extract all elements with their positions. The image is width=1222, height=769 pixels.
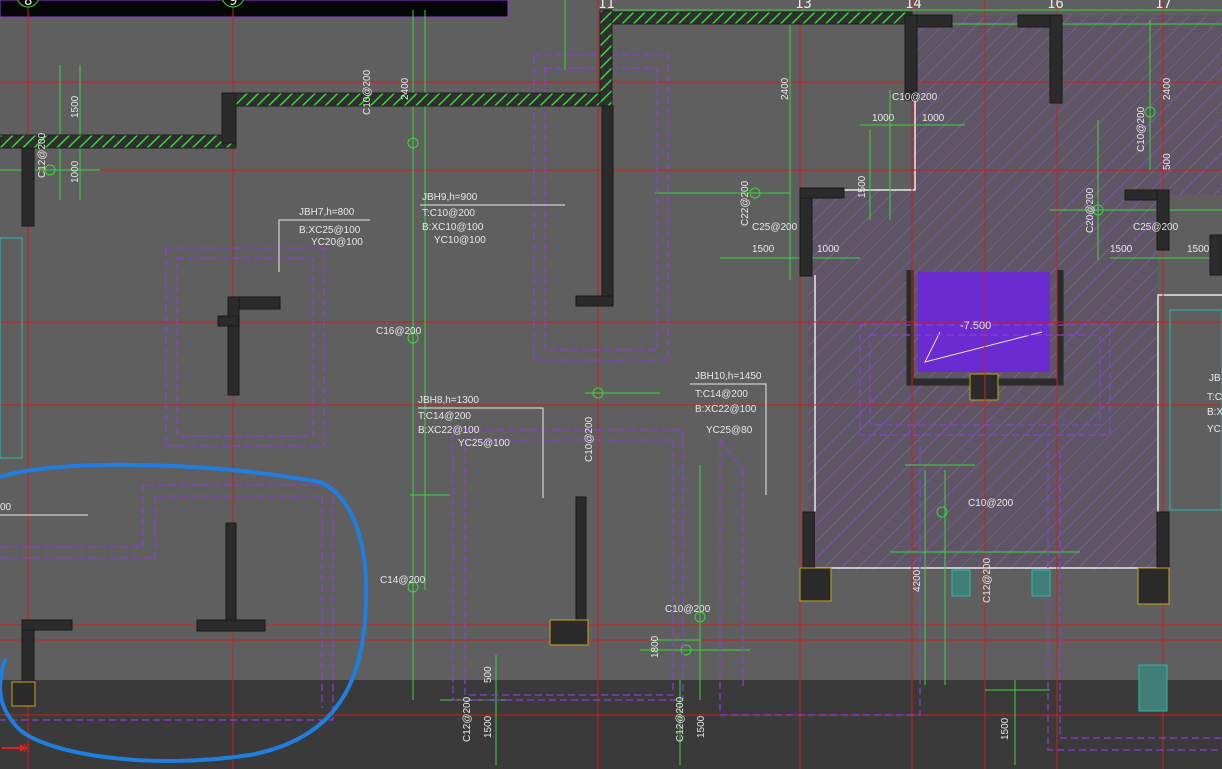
axis-labels: 8 9 11 13 14 16 17: [17, 0, 1172, 12]
jbh-partial-t: T:C: [1207, 392, 1222, 403]
slab-outlines: [0, 54, 1222, 751]
axis-label-17: 17: [1155, 0, 1172, 12]
dimension-annotations: 1500 1000 2400 2400 2400 1500 500 1000 1…: [70, 77, 1210, 740]
jbh-partial-b: B:X: [1207, 407, 1222, 418]
column-caps: [11, 567, 1170, 707]
jbh7-b: B:XC25@100: [299, 225, 361, 236]
dim-1500-c: 1500: [1110, 244, 1133, 255]
dim-1500-left: 1500: [70, 95, 81, 118]
axis-label-16: 16: [1047, 0, 1064, 12]
jbh7-label: JBH7,h=800: [299, 207, 355, 218]
lower-region: [0, 680, 1222, 769]
beams: [0, 9, 913, 149]
dim-1500-d: 1500: [1187, 244, 1210, 255]
dim-2400-mid: 2400: [400, 77, 411, 100]
dim-1500-b: 1500: [752, 244, 775, 255]
rebar-c12-vert: C12@200: [37, 132, 48, 178]
jbh8-t: T:C14@200: [418, 411, 471, 422]
jbh-partial-label: JB: [1209, 373, 1221, 384]
dim-4200: 4200: [912, 569, 923, 592]
jbh7-yc: YC20@100: [311, 237, 363, 248]
rebar-c12-bot: C12@200: [462, 696, 473, 742]
axis-label-13: 13: [795, 0, 812, 12]
dim-2400-right: 2400: [780, 77, 791, 100]
jbh-partial-yc: YC: [1207, 424, 1221, 435]
leaders: [0, 204, 767, 516]
axis-label-8: 8: [24, 0, 32, 9]
jbh10-t: T:C14@200: [695, 389, 748, 400]
jbh10-b: B:XC22@100: [695, 404, 757, 415]
jbh9-b: B:XC10@100: [422, 222, 484, 233]
pit-elevation: -7.500: [960, 320, 991, 332]
rebar-c20-vert: C20@200: [1085, 187, 1096, 233]
dim-1500-bot2: 1500: [696, 715, 707, 738]
jbh8-yc: YC25@100: [458, 438, 510, 449]
dim-500-bot: 500: [483, 666, 494, 683]
rebar-c25: C25@200: [752, 222, 798, 233]
ucs-axis-icon: X: [2, 742, 30, 755]
rebar-c10-bot: C10@200: [665, 604, 711, 615]
highlight-circle: [0, 462, 369, 763]
rebar-c10-top: C10@200: [892, 92, 938, 103]
rebar-c10-mid: C10@200: [968, 498, 1014, 509]
jbh8-b: B:XC22@100: [418, 425, 480, 436]
dim-1800: 1800: [650, 635, 661, 658]
dim-1000-a: 1000: [872, 113, 895, 124]
dim-1500-bot3: 1500: [1000, 717, 1011, 740]
rebar-annotations: C16@200 C14@200 C10@200 C25@200 C25@200 …: [37, 69, 1179, 742]
partial-label-left: 00: [0, 502, 12, 513]
jbh9-t: T:C10@200: [422, 208, 475, 219]
dim-1500-bot: 1500: [483, 715, 494, 738]
rebar-c14: C14@200: [380, 575, 426, 586]
title-bar: [0, 0, 509, 18]
rebar-c10-vert: C10@200: [362, 69, 373, 115]
teal-items: [0, 237, 1222, 712]
dim-2400-far: 2400: [1162, 77, 1173, 100]
walls: [21, 14, 1222, 701]
jbh10-label: JBH10,h=1450: [695, 371, 762, 382]
rebar-c16: C16@200: [376, 326, 422, 337]
slab-annotations: JBH7,h=800 B:XC25@100 YC20@100 JBH9,h=90…: [0, 192, 1222, 513]
rebar-c10-right: C10@200: [1136, 106, 1147, 152]
dim-1000-b: 1000: [922, 113, 945, 124]
axis-label-9: 9: [229, 0, 237, 9]
dim-1000-left: 1000: [70, 160, 81, 183]
axis-label-11: 11: [598, 0, 615, 12]
dim-500-right: 500: [1162, 153, 1173, 170]
jbh9-label: JBH9,h=900: [422, 192, 478, 203]
hatched-slab-top: [912, 15, 1222, 195]
axis-label-14: 14: [905, 0, 922, 12]
dim-1500-vert: 1500: [857, 175, 868, 198]
jbh9-yc: YC10@100: [434, 235, 486, 246]
rebar-c22-vert: C22@200: [740, 180, 751, 226]
jbh8-label: JBH8,h=1300: [418, 395, 479, 406]
dim-1000-c: 1000: [817, 244, 840, 255]
axis-x-label: X: [23, 742, 30, 755]
rebar-c12-bot2: C12@200: [675, 696, 686, 742]
jbh10-yc: YC25@80: [706, 425, 753, 436]
markers: [44, 106, 1156, 656]
rebar-c12-mid: C12@200: [982, 557, 993, 603]
rebar-c10-jbh8: C10@200: [584, 416, 595, 462]
rebar-c25-right: C25@200: [1133, 222, 1179, 233]
